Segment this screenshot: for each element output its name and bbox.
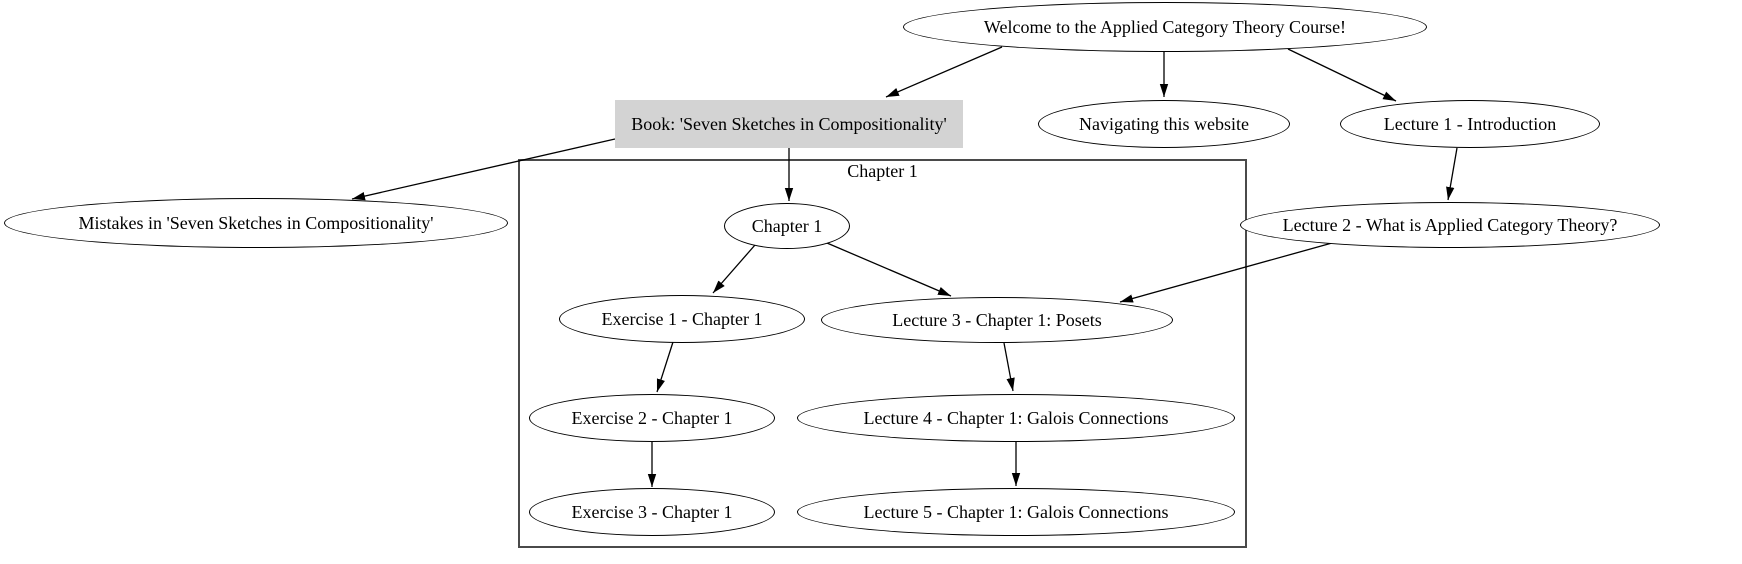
- node-lecture3: Lecture 3 - Chapter 1: Posets: [821, 297, 1173, 343]
- edge-exercise1-to-exercise2: [656, 341, 674, 393]
- chapter-1-cluster-box: [518, 159, 1247, 548]
- edge-chapter1-to-lecture3: [826, 242, 952, 297]
- edge-lecture3-to-lecture4: [1003, 342, 1015, 392]
- edge-chapter1-to-exercise1: [712, 244, 756, 294]
- node-lecture4: Lecture 4 - Chapter 1: Galois Connection…: [797, 394, 1235, 442]
- chapter-1-cluster-label: Chapter 1: [847, 161, 918, 181]
- node-lecture2: Lecture 2 - What is Applied Category The…: [1240, 202, 1660, 248]
- node-mistakes: Mistakes in 'Seven Sketches in Compositi…: [4, 198, 508, 248]
- node-lecture5: Lecture 5 - Chapter 1: Galois Connection…: [797, 488, 1235, 536]
- node-welcome: Welcome to the Applied Category Theory C…: [903, 2, 1427, 52]
- edge-welcome-to-book: [885, 46, 1003, 98]
- node-exercise1: Exercise 1 - Chapter 1: [559, 295, 805, 343]
- edge-welcome-to-lecture1: [1287, 48, 1397, 102]
- edge-lecture1-to-lecture2: [1446, 147, 1458, 201]
- edge-book-to-mistakes: [351, 138, 616, 201]
- node-exercise3: Exercise 3 - Chapter 1: [529, 488, 775, 536]
- node-book: Book: 'Seven Sketches in Compositionalit…: [615, 100, 963, 148]
- node-exercise2: Exercise 2 - Chapter 1: [529, 394, 775, 442]
- node-navigating: Navigating this website: [1038, 100, 1290, 148]
- node-chapter1: Chapter 1: [724, 203, 850, 249]
- node-lecture1: Lecture 1 - Introduction: [1340, 100, 1600, 148]
- edge-lecture2-to-lecture3: [1119, 242, 1333, 303]
